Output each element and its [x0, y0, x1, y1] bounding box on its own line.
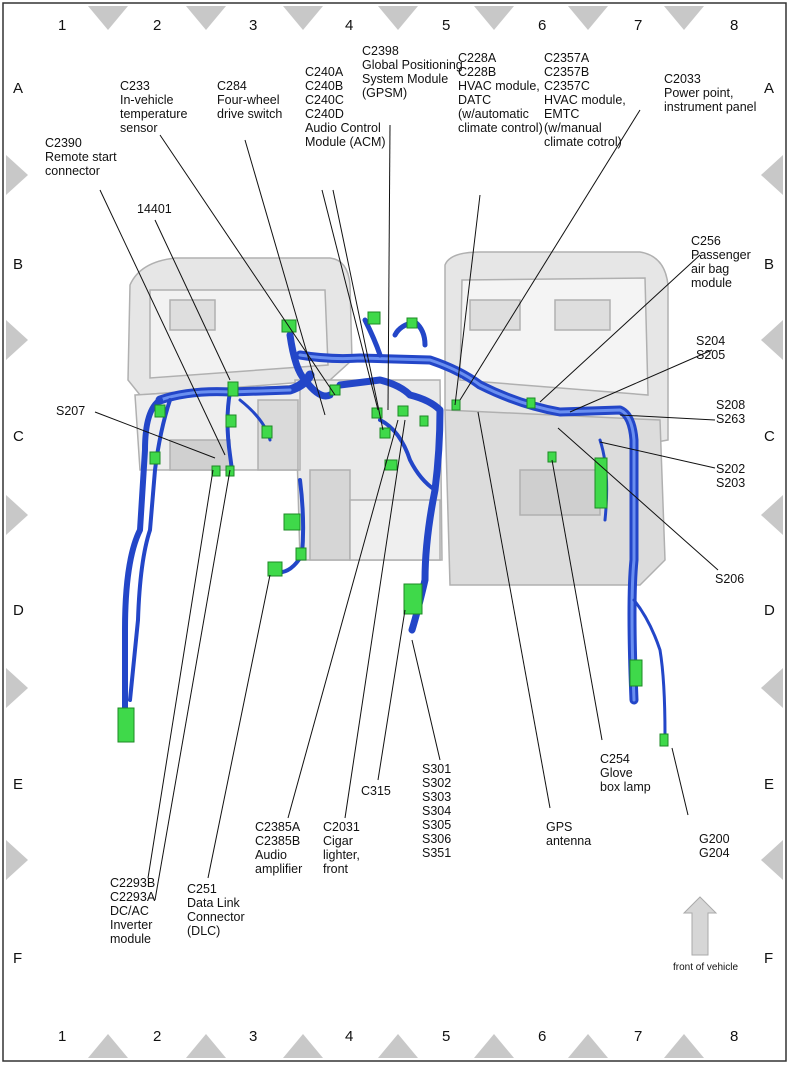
label-s202: S202 S203	[716, 462, 746, 490]
connectors	[117, 311, 669, 747]
wiring-harness	[122, 317, 667, 737]
label-c2385: C2385A C2385B Audio amplifier	[255, 820, 303, 876]
grid-row-b-left: B	[13, 256, 24, 273]
grid-row-e-left: E	[13, 776, 24, 793]
right-border-triangles	[761, 155, 783, 880]
grid-row-b-right: B	[764, 256, 775, 273]
label-c2293: C2293B C2293A DC/AC Inverter module	[110, 876, 156, 946]
label-c2033: C2033 Power point, instrument panel	[664, 72, 757, 114]
grid-row-a-right: A	[764, 80, 775, 97]
label-g200: G200 G204	[699, 832, 730, 860]
grid-col-3-top: 3	[249, 17, 258, 34]
left-border-triangles	[6, 155, 28, 880]
grid-col-5-top: 5	[442, 17, 451, 34]
front-of-vehicle-label: front of vehicle	[673, 962, 739, 973]
grid-row-c-right: C	[764, 428, 775, 445]
grid-row-d-left: D	[13, 602, 24, 619]
grid-col-7-top: 7	[634, 17, 643, 34]
label-c240: C240A C240B C240C C240D Audio Control Mo…	[305, 65, 386, 149]
label-c256: C256 Passenger air bag module	[691, 234, 751, 290]
grid-row-f-left: F	[13, 950, 23, 967]
label-s301: S301 S302 S303 S304 S305 S306 S351	[422, 762, 452, 860]
grid-col-8-bottom: 8	[730, 1028, 739, 1045]
label-c251: C251 Data Link Connector (DLC)	[187, 882, 245, 938]
grid-row-c-left: C	[13, 428, 24, 445]
grid-col-8-top: 8	[730, 17, 739, 34]
label-c2031: C2031 Cigar lighter, front	[323, 820, 360, 876]
grid-row-a-left: A	[13, 80, 24, 97]
grid-col-1-bottom: 1	[58, 1028, 67, 1045]
leader-lines	[94, 109, 719, 901]
grid-col-3-bottom: 3	[249, 1028, 258, 1045]
grid-col-4-bottom: 4	[345, 1028, 354, 1045]
label-c254: C254 Glove box lamp	[600, 752, 651, 794]
top-border-triangles	[88, 6, 704, 30]
grid-row-e-right: E	[764, 776, 775, 793]
label-c233: C233 In-vehicle temperature sensor	[120, 79, 188, 135]
grid-col-2-bottom: 2	[153, 1028, 162, 1045]
grid-row-d-right: D	[764, 602, 775, 619]
grid-col-6-bottom: 6	[538, 1028, 547, 1045]
label-s208: S208 S263	[716, 398, 746, 426]
grid-col-1-top: 1	[58, 17, 67, 34]
label-c284: C284 Four-wheel drive switch	[217, 79, 283, 121]
label-c315: C315	[361, 784, 391, 798]
grid-col-2-top: 2	[153, 17, 162, 34]
bottom-border-triangles	[88, 1034, 704, 1058]
grid-col-4-top: 4	[345, 17, 354, 34]
label-c228: C228A C228B HVAC module, DATC (w/automat…	[458, 51, 543, 135]
label-s207: S207	[56, 404, 86, 418]
label-s206: S206	[715, 572, 745, 586]
label-c2398: C2398 Global Positioning System Module (…	[362, 44, 463, 100]
grid-col-5-bottom: 5	[442, 1028, 451, 1045]
label-s204: S204 S205	[696, 334, 726, 362]
grid-col-6-top: 6	[538, 17, 547, 34]
grid-col-7-bottom: 7	[634, 1028, 643, 1045]
label-c2390: C2390 Remote start connector	[45, 136, 117, 178]
grid-row-f-right: F	[764, 950, 774, 967]
label-gps-antenna: GPS antenna	[546, 820, 592, 848]
label-14401: 14401	[137, 202, 172, 216]
label-c2357: C2357A C2357B C2357C HVAC module, EMTC (…	[544, 51, 626, 149]
front-arrow	[682, 896, 718, 956]
